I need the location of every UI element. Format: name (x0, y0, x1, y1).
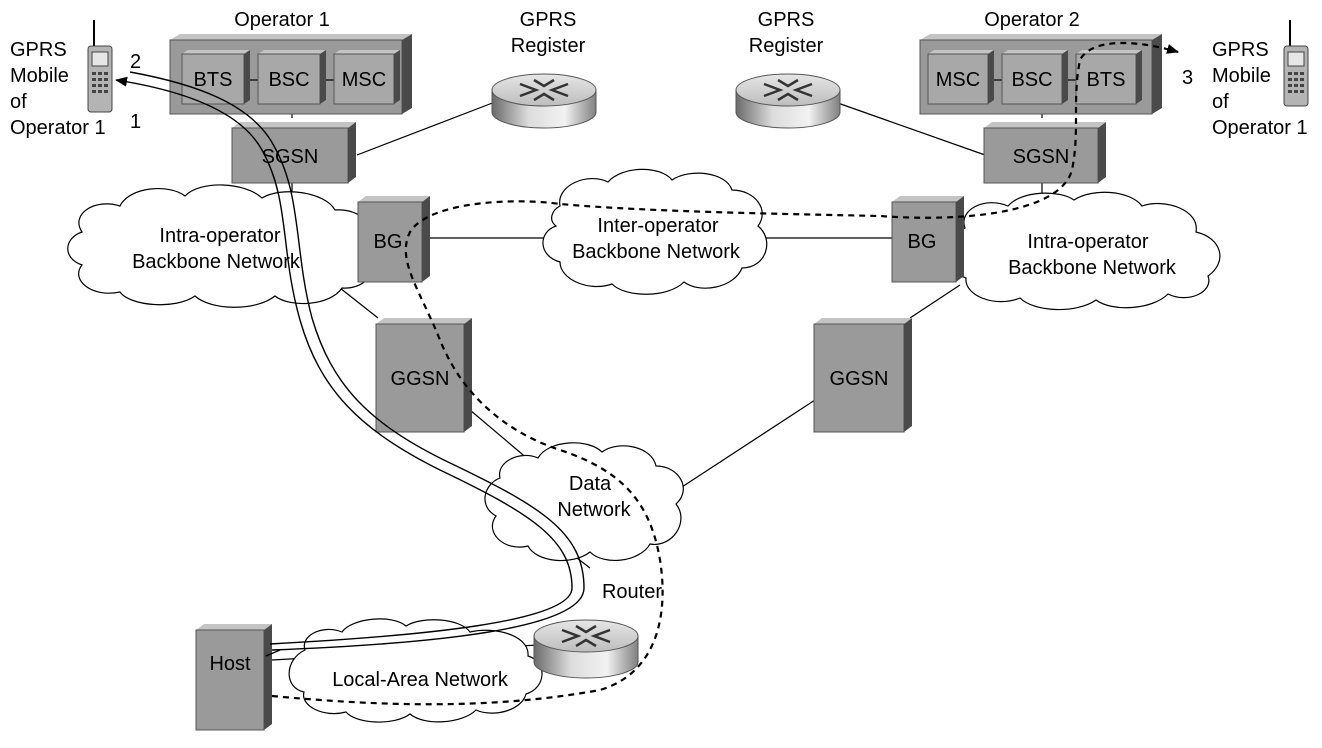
mobile-left-icon (87, 20, 113, 113)
inter-line1: Inter-operator (597, 215, 719, 237)
bsc-left-label: BSC (268, 69, 309, 91)
register-left-line2: Register (511, 35, 586, 57)
bg-right-box: BG (891, 196, 964, 283)
sgsn-right-box: SGSN (983, 122, 1106, 184)
bg-right-label: BG (908, 231, 937, 253)
bsc-left-box: BSC (257, 50, 326, 105)
mobile-right-line4: Operator 1 (1212, 117, 1308, 139)
cloud-intra-operator-right (948, 191, 1221, 311)
host-label: Host (209, 653, 251, 675)
link-ggsn2-data (661, 399, 816, 501)
link-sgsn1-register1 (356, 101, 496, 156)
register-right-line1: GPRS (758, 9, 815, 31)
sgsn-left-label: SGSN (262, 146, 319, 168)
link-backbone1-ggsn1 (339, 287, 379, 319)
bsc-right-box: BSC (1001, 50, 1068, 105)
inter-line2: Backbone Network (572, 241, 741, 263)
step-1-label: 1 (130, 111, 141, 133)
bts-left-box: BTS (181, 50, 250, 105)
cloud-inter-operator (542, 168, 768, 295)
step-3-label: 3 (1182, 67, 1193, 89)
operator1-block: BTS BSC MSC (169, 34, 412, 115)
operator1-title: Operator 1 (234, 9, 330, 31)
intra-left-line1: Intra-operator (159, 225, 281, 247)
mobile-right-line1: GPRS (1212, 39, 1269, 61)
tunnel-path-dashed (271, 41, 1179, 706)
ggsn-right-box: GGSN (813, 318, 912, 433)
link-sgsn2-register2 (834, 101, 986, 156)
mobile-left-line1: GPRS (10, 39, 67, 61)
ggsn-left-label: GGSN (391, 368, 450, 390)
cloud-local-area-network (288, 618, 543, 723)
router-label: Router (602, 581, 662, 603)
bts-left-label: BTS (194, 69, 233, 91)
intra-right-line2: Backbone Network (1008, 257, 1177, 279)
mobile-left-line4: Operator 1 (10, 117, 106, 139)
tunnel-line-inner (129, 71, 585, 651)
bg-left-label: BG (374, 231, 403, 253)
sgsn-right-label: SGSN (1013, 146, 1070, 168)
step-2-label: 2 (130, 51, 141, 73)
tunnel-line-outer (115, 76, 573, 645)
intra-left-line2: Backbone Network (132, 251, 301, 273)
register-left-line1: GPRS (520, 9, 577, 31)
data-network-line2: Network (557, 499, 631, 521)
msc-left-label: MSC (342, 69, 386, 91)
operator2-title: Operator 2 (984, 9, 1080, 31)
bsc-right-label: BSC (1011, 69, 1052, 91)
mobile-left-line3: of (10, 91, 27, 113)
msc-right-label: MSC (936, 69, 980, 91)
cloud-data-network (484, 442, 684, 562)
msc-right-box: MSC (927, 50, 994, 105)
msc-left-box: MSC (333, 50, 400, 105)
mobile-right-icon (1283, 20, 1309, 107)
mobile-right-line3: of (1212, 91, 1229, 113)
bts-right-box: BTS (1075, 50, 1142, 105)
mobile-left-line2: Mobile (10, 65, 69, 87)
tunnel-line-dashed (271, 41, 1179, 706)
router-icon (533, 619, 639, 679)
register-right-line2: Register (749, 35, 824, 57)
host-box: Host (195, 624, 272, 731)
lan-label: Local-Area Network (332, 669, 509, 691)
intra-right-line1: Intra-operator (1027, 231, 1149, 253)
gprs-register-right-icon (735, 73, 841, 129)
gprs-register-left-icon (491, 73, 597, 129)
sgsn-left-box: SGSN (231, 122, 356, 184)
bts-right-label: BTS (1087, 69, 1126, 91)
ggsn-left-box: GGSN (375, 318, 472, 433)
bg-left-box: BG (357, 196, 430, 283)
tunnel-path-solid (115, 71, 585, 657)
mobile-right-line2: Mobile (1212, 65, 1271, 87)
link-backbone2-ggsn2 (909, 284, 961, 319)
data-network-line1: Data (569, 473, 612, 495)
ggsn-right-label: GGSN (830, 368, 889, 390)
operator2-block: MSC BSC BTS (919, 34, 1162, 115)
